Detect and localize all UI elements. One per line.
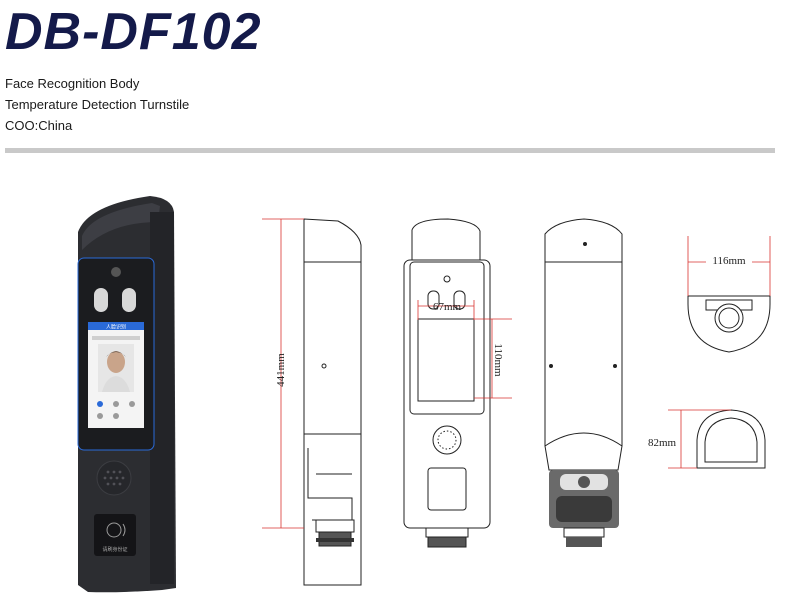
origin-line: COO:China bbox=[5, 118, 73, 133]
top-view-drawing bbox=[687, 295, 771, 353]
top-width-dimension: 116mm bbox=[687, 236, 771, 296]
front-view-drawing bbox=[403, 218, 491, 548]
nfc-label: 请刷身份证 bbox=[102, 546, 127, 553]
screen-width-dimension: 67mm bbox=[417, 300, 475, 320]
screen-width-label: 67mm bbox=[433, 301, 462, 313]
device-screen-header: 人脸识别 bbox=[106, 324, 126, 331]
depth-view-drawing bbox=[696, 409, 766, 469]
header-divider bbox=[5, 148, 775, 153]
speaker-grille bbox=[96, 460, 132, 496]
height-dimension: 441mm bbox=[262, 218, 304, 529]
back-view-drawing bbox=[544, 218, 623, 547]
height-label: 441mm bbox=[275, 353, 287, 387]
device-photo: 人脸识别 请刷身份证 bbox=[77, 196, 176, 593]
product-description-line-2: Temperature Detection Turnstile bbox=[5, 97, 190, 112]
nfc-reader bbox=[94, 514, 136, 556]
screen-height-label: 110mm bbox=[492, 343, 504, 377]
product-description-line-1: Face Recognition Body bbox=[5, 76, 140, 91]
depth-dimension: 82mm bbox=[643, 409, 731, 469]
side-view-drawing bbox=[303, 218, 362, 586]
depth-label: 82mm bbox=[648, 437, 677, 449]
product-figure: 人脸识别 请刷身份证 bbox=[77, 196, 771, 593]
product-model-title: DB-DF102 bbox=[5, 3, 262, 61]
top-width-label: 116mm bbox=[712, 255, 746, 267]
screen-height-dimension: 110mm bbox=[474, 318, 512, 399]
